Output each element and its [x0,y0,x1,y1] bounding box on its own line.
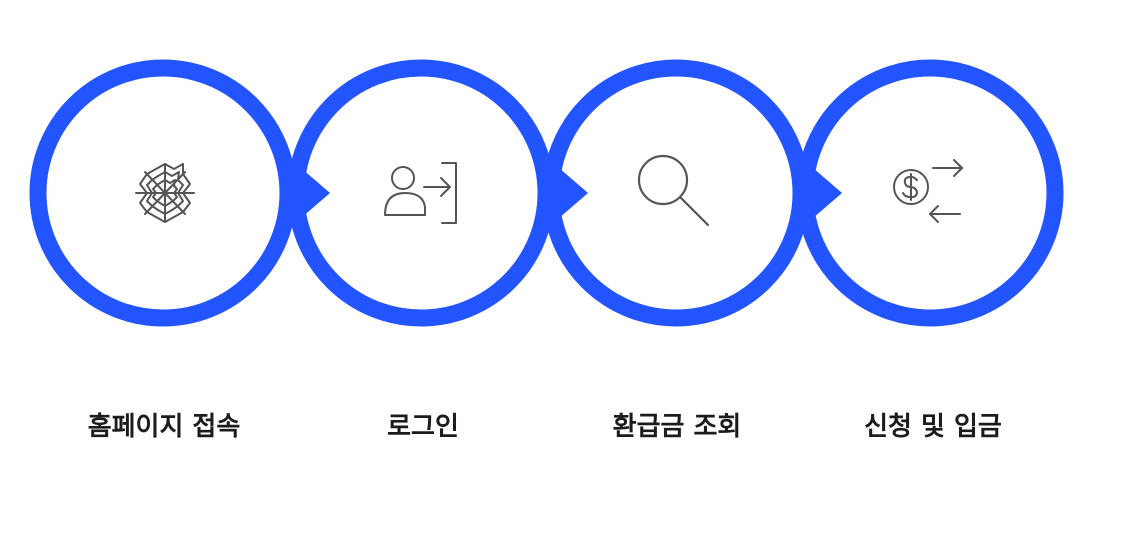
step-3-circle [542,59,810,327]
step-arrow-3 [798,155,842,231]
step-4-label: 신청 및 입금 [864,412,1002,442]
step-4-circle [796,59,1064,327]
step-3-label: 환급금 조회 [612,412,742,442]
step-2-circle [287,59,555,327]
spider-web-icon [135,163,195,223]
search-icon [637,154,710,227]
step-1-label: 홈페이지 접속 [87,412,241,442]
login-icon [384,162,457,224]
step-2-label: 로그인 [387,412,459,442]
money-exchange-icon [893,159,963,223]
step-arrow-1 [286,155,330,231]
step-arrow-2 [544,155,588,231]
